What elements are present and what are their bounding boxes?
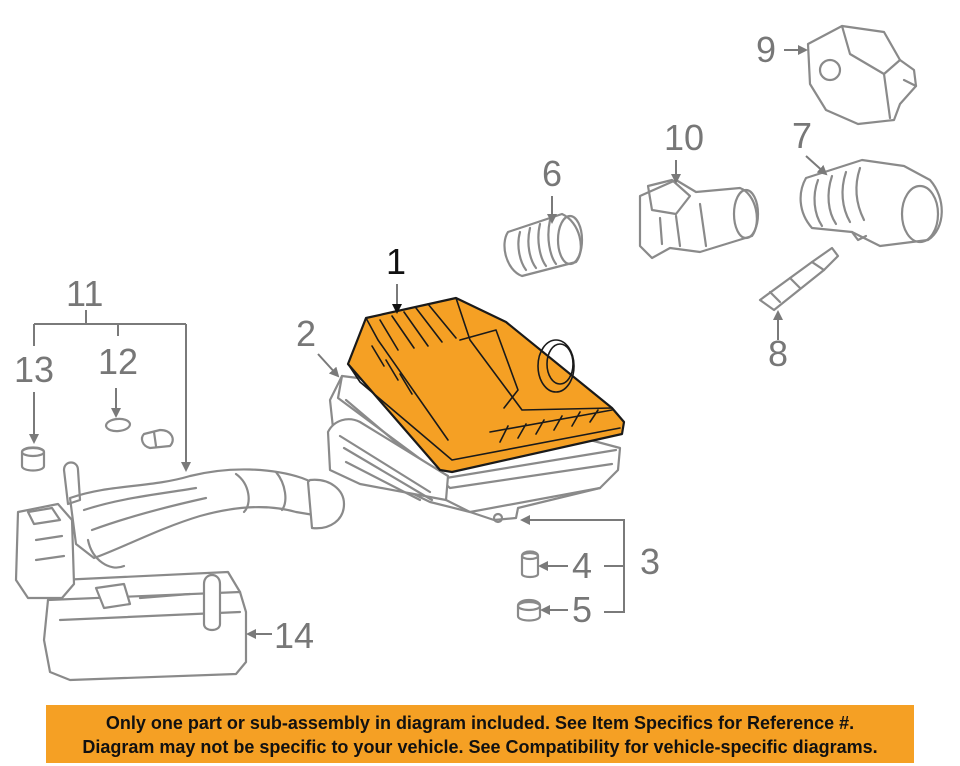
- clamp-part-12: [104, 417, 174, 450]
- disclaimer-line-2: Diagram may not be specific to your vehi…: [82, 737, 878, 757]
- callout-10: 10: [664, 117, 704, 158]
- callout-1: 1: [386, 241, 406, 282]
- leader-lines: [29, 45, 828, 639]
- resonator-part-14: [14, 502, 248, 682]
- intake-hose-part-11: [62, 461, 346, 569]
- callout-5: 5: [572, 589, 592, 630]
- air-flow-meter-part-10: [638, 178, 760, 260]
- breather-hose-part-8: [758, 246, 840, 312]
- callout-14: 14: [274, 615, 314, 656]
- parts-diagram: 1 2 3 4 5 6 7 8 9 10 11 12 13 14: [14, 24, 943, 682]
- callout-6: 6: [542, 153, 562, 194]
- cushion-part-5: [516, 598, 542, 622]
- callout-4: 4: [572, 545, 592, 586]
- intake-hose-part-7: [799, 158, 943, 248]
- callout-3: 3: [640, 541, 660, 582]
- disclaimer-banner: Only one part or sub-assembly in diagram…: [46, 705, 914, 763]
- hose-part-6: [503, 212, 584, 278]
- callout-9: 9: [756, 29, 776, 70]
- callout-12: 12: [98, 341, 138, 382]
- callout-8: 8: [768, 333, 788, 374]
- disclaimer-line-1: Only one part or sub-assembly in diagram…: [105, 713, 855, 733]
- callout-2: 2: [296, 313, 316, 354]
- bushing-part-4: [520, 550, 540, 579]
- resonator-part-9: [806, 24, 918, 126]
- air-cleaner-cover-part-1-highlighted: [346, 296, 626, 474]
- callout-13: 13: [14, 349, 54, 390]
- callout-7: 7: [792, 115, 812, 156]
- callout-11: 11: [66, 273, 103, 314]
- grommet-part-13: [20, 446, 46, 472]
